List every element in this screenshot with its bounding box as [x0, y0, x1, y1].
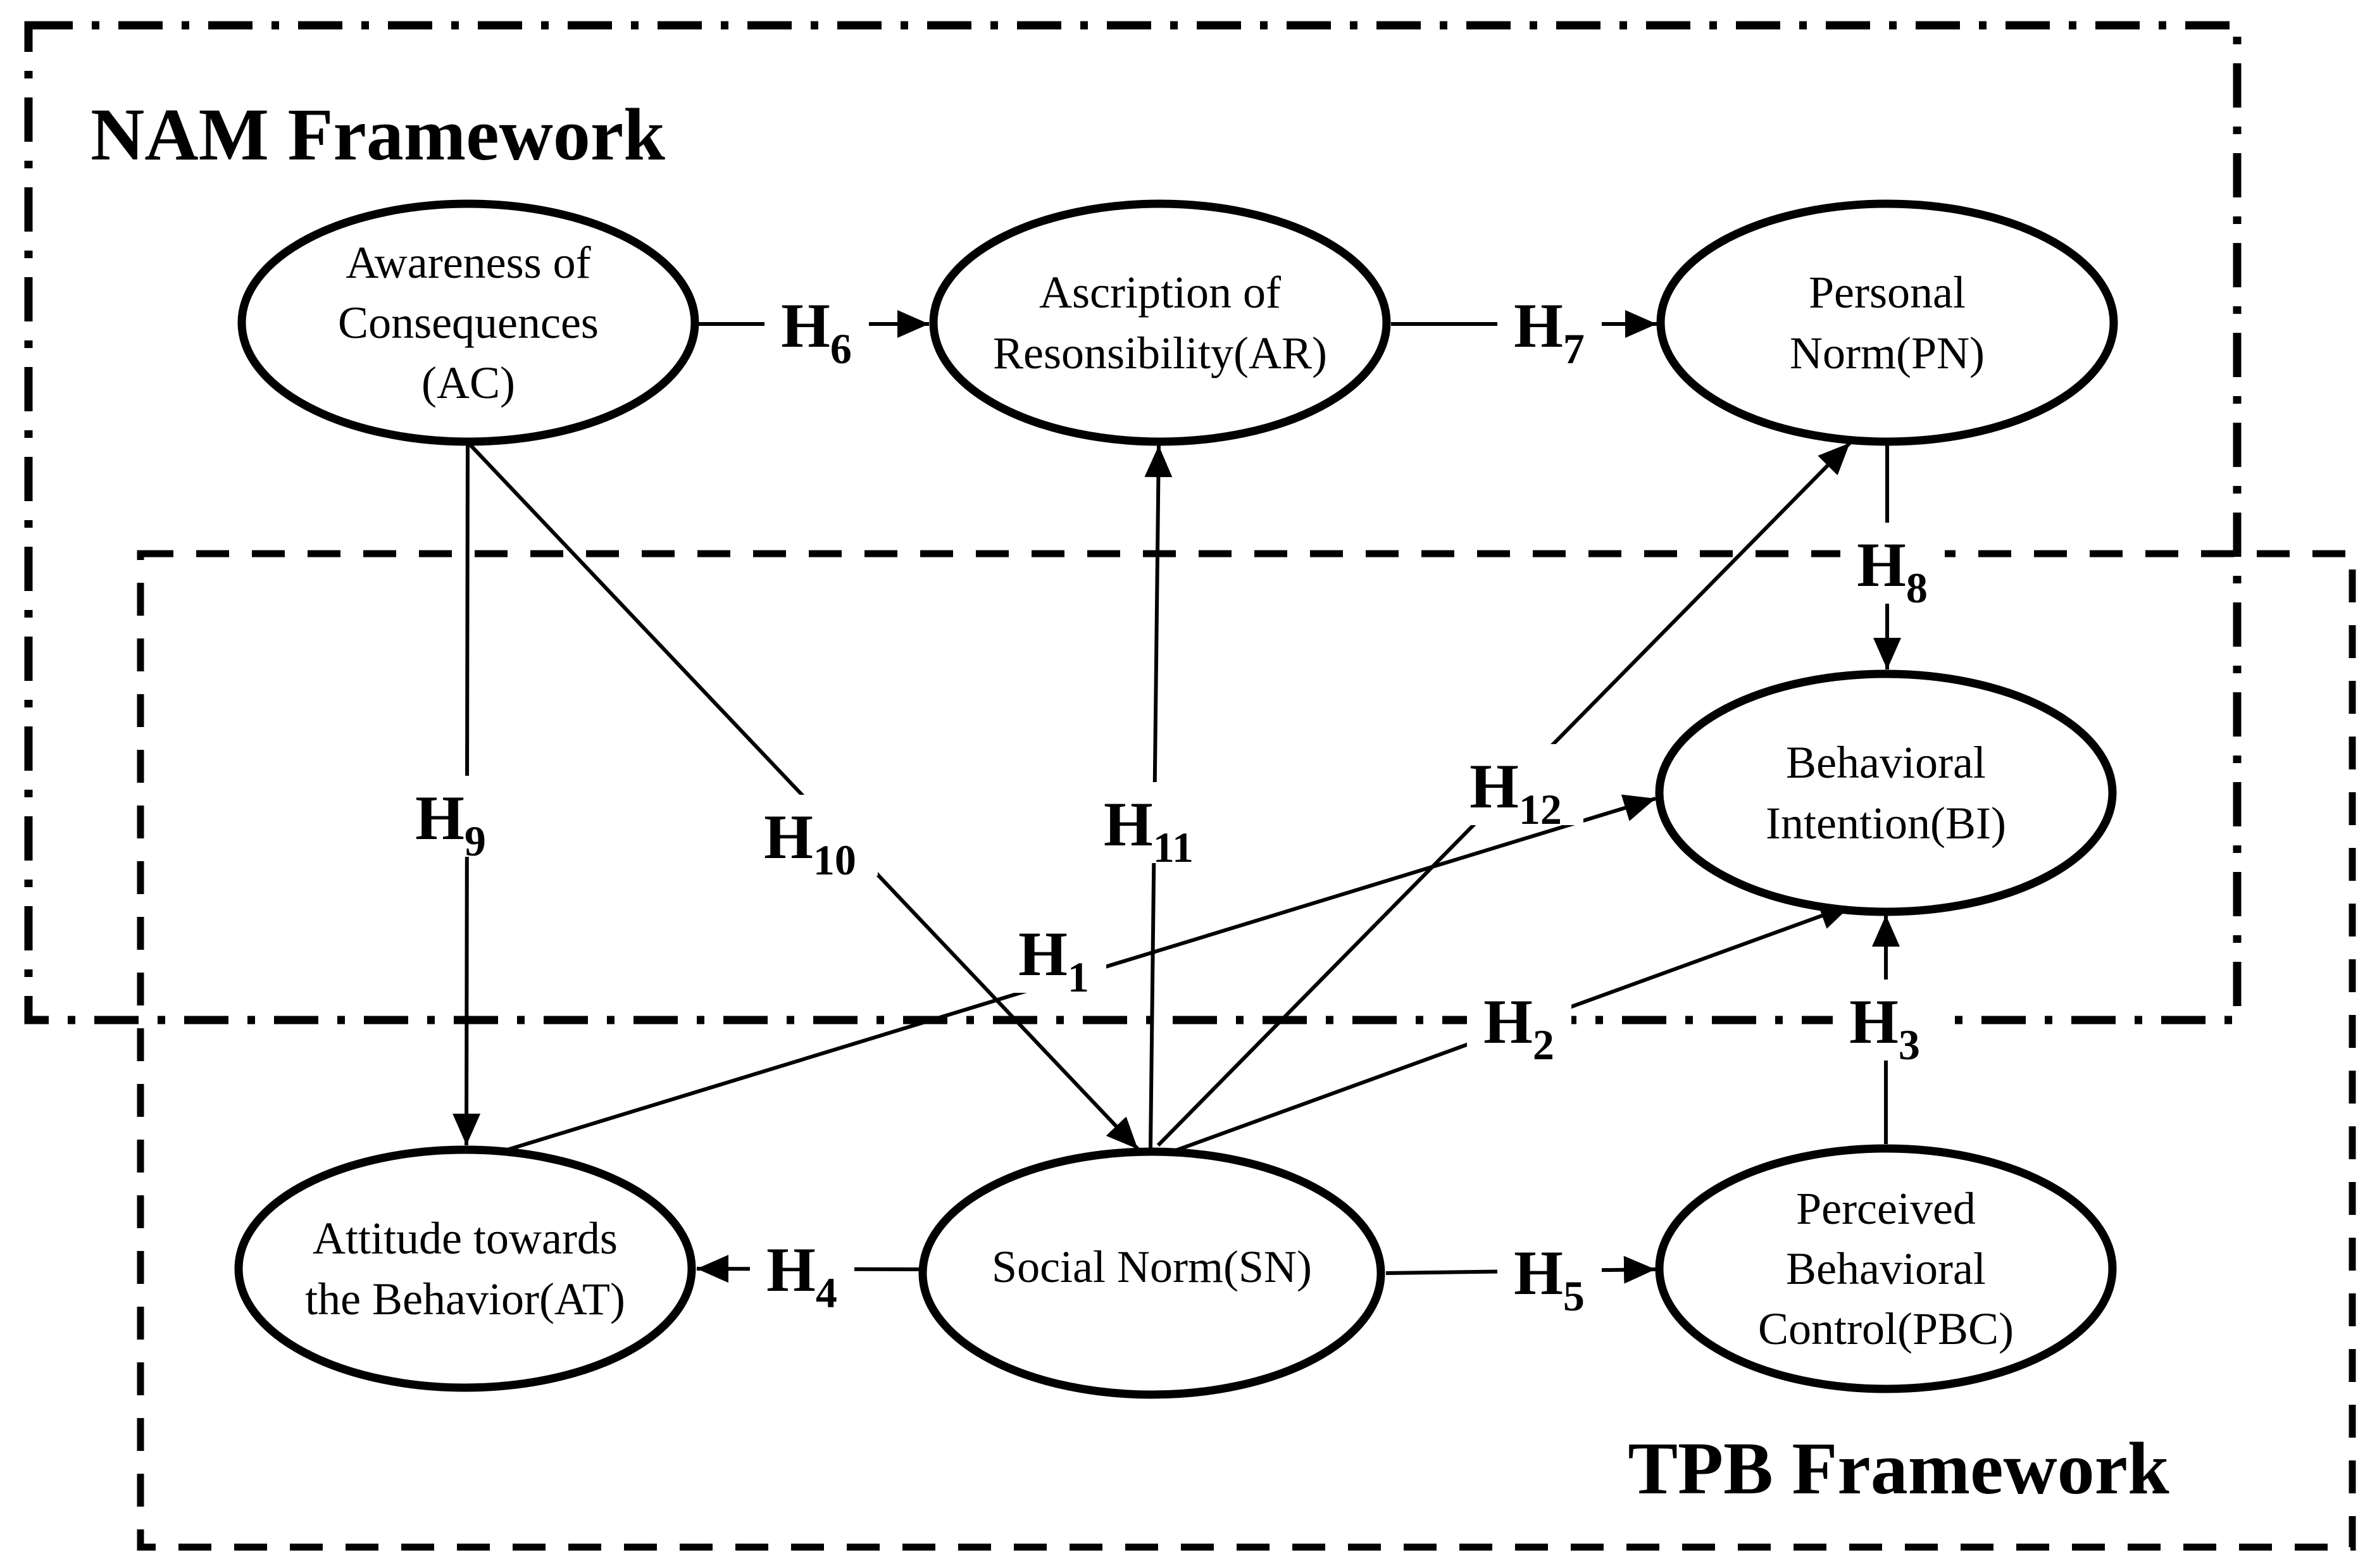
svg-text:H3: H3	[1849, 986, 1920, 1069]
hypothesis-label-h10: H10	[742, 795, 878, 884]
label-backing	[1833, 980, 1937, 1061]
tpb-framework-title: TPB Framework	[1628, 1427, 2169, 1510]
tpb-framework-border	[137, 550, 2356, 1551]
node-bi-ellipse	[1655, 669, 2117, 916]
label-backing	[1497, 283, 1602, 364]
node-pn-label: Norm(PN)	[1790, 328, 1985, 378]
hyp-main: H	[781, 290, 830, 361]
node-ar-label: Resonsibility(AR)	[993, 328, 1327, 378]
node-ascription-of-responsibility: Ascription of Resonsibility(AR)	[929, 199, 1391, 446]
svg-text:H8: H8	[1857, 530, 1928, 612]
node-ar-label: Ascription of	[1039, 267, 1281, 318]
nam-framework-border	[24, 21, 2242, 1024]
node-awareness-of-consequences: Awareness of Consequences (AC)	[237, 199, 699, 446]
hyp-sub: 11	[1153, 823, 1194, 871]
label-backing	[399, 776, 503, 857]
hypothesis-label-h12: H12	[1447, 744, 1583, 833]
label-backing	[1002, 912, 1106, 993]
hyp-main: H	[764, 802, 813, 872]
hyp-main: H	[1857, 530, 1906, 600]
hypothesis-label-h4: H4	[750, 1228, 854, 1317]
hyp-main: H	[1483, 986, 1533, 1057]
hypothesis-label-h8: H8	[1840, 523, 1945, 612]
hyp-main: H	[766, 1235, 816, 1305]
hyp-sub: 2	[1533, 1021, 1554, 1069]
hyp-sub: 6	[830, 325, 852, 373]
node-ac-label: (AC)	[421, 358, 515, 408]
node-at-ellipse	[234, 1145, 696, 1392]
label-backing	[764, 283, 869, 364]
hypothesis-label-h7: H7	[1497, 283, 1602, 373]
svg-text:H11: H11	[1104, 789, 1194, 871]
node-behavioral-intention: Behavioral Intention(BI)	[1655, 669, 2117, 916]
hyp-sub: 10	[813, 836, 856, 884]
nam-framework-title: NAM Framework	[90, 93, 665, 176]
svg-text:H5: H5	[1514, 1238, 1585, 1320]
hyp-sub: 7	[1563, 325, 1585, 373]
hyp-sub: 5	[1563, 1272, 1585, 1320]
label-backing	[750, 1228, 854, 1309]
svg-text:H12: H12	[1469, 751, 1562, 833]
node-ar-ellipse	[929, 199, 1391, 446]
svg-text:H2: H2	[1483, 986, 1554, 1069]
node-sn-label: Social Norm(SN)	[992, 1241, 1312, 1292]
node-bi-label: Intention(BI)	[1766, 798, 2006, 849]
label-backing	[1497, 1231, 1602, 1312]
hyp-main: H	[1018, 919, 1068, 989]
hyp-sub: 3	[1899, 1021, 1920, 1069]
label-backing	[1467, 980, 1571, 1061]
node-pbc-ellipse	[1655, 1144, 2117, 1393]
label-backing	[1080, 782, 1216, 863]
svg-text:H6: H6	[781, 290, 852, 373]
label-backing	[1447, 744, 1583, 825]
hyp-main: H	[415, 783, 465, 853]
node-ac-ellipse	[237, 199, 699, 446]
node-social-norm: Social Norm(SN)	[918, 1147, 1385, 1399]
hypothesis-label-h11: H11	[1080, 782, 1216, 871]
hyp-main: H	[1104, 789, 1153, 859]
hyp-main: H	[1514, 290, 1563, 361]
hypothesis-label-h5: H5	[1497, 1231, 1602, 1320]
node-pbc-label: Control(PBC)	[1758, 1304, 2014, 1354]
hypothesis-label-h2: H2	[1467, 980, 1571, 1069]
hyp-main: H	[1849, 986, 1899, 1057]
svg-text:H1: H1	[1018, 919, 1089, 1001]
svg-text:H4: H4	[766, 1235, 837, 1317]
node-pn-label: Personal	[1809, 267, 1966, 318]
hyp-sub: 8	[1906, 564, 1928, 612]
hypothesis-label-h9: H9	[399, 776, 503, 865]
svg-text:H10: H10	[764, 802, 856, 884]
node-at-label: Attitude towards	[313, 1213, 618, 1264]
node-personal-norm: Personal Norm(PN)	[1656, 199, 2118, 446]
hyp-sub: 4	[816, 1269, 837, 1317]
svg-text:H9: H9	[415, 783, 486, 865]
node-at-label: the Behavior(AT)	[305, 1274, 625, 1324]
node-attitude-towards-behavior: Attitude towards the Behavior(AT)	[234, 1145, 696, 1392]
hyp-sub: 9	[465, 817, 486, 865]
node-pbc-label: Perceived	[1796, 1183, 1976, 1234]
label-backing	[1840, 523, 1945, 604]
hypothesis-label-h1: H1	[1002, 912, 1106, 1001]
node-bi-label: Behavioral	[1786, 737, 1986, 788]
svg-text:H7: H7	[1514, 290, 1585, 373]
hyp-main: H	[1469, 751, 1519, 821]
node-ac-label: Awareness of	[346, 237, 590, 288]
hypothesis-label-h3: H3	[1833, 980, 1937, 1069]
label-backing	[742, 795, 878, 876]
node-perceived-behavioral-control: Perceived Behavioral Control(PBC)	[1655, 1144, 2117, 1393]
node-pn-ellipse	[1656, 199, 2118, 446]
node-sn-ellipse	[918, 1147, 1385, 1399]
hypothesis-label-h6: H6	[764, 283, 869, 373]
hyp-main: H	[1514, 1238, 1563, 1308]
hyp-sub: 1	[1068, 953, 1089, 1001]
node-pbc-label: Behavioral	[1786, 1243, 1986, 1294]
node-ac-label: Consequences	[338, 297, 599, 348]
hyp-sub: 12	[1519, 785, 1562, 833]
